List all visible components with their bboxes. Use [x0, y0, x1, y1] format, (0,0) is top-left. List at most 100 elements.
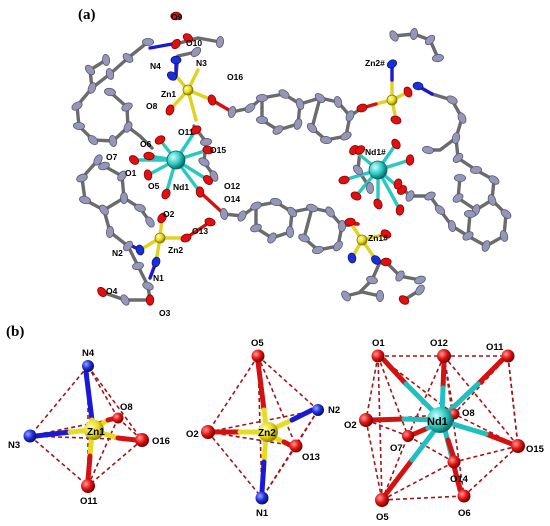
carbon-atoms — [71, 28, 512, 306]
zn1-o16-atom — [135, 433, 149, 447]
carbon-atom — [142, 281, 154, 291]
zn2-label-top: O5 — [251, 338, 264, 349]
label-O16: O16 — [227, 72, 243, 82]
zn2-label-o13: O13 — [302, 452, 320, 463]
carbon-atom — [365, 182, 375, 194]
nd1-label-o2: O2 — [344, 420, 357, 431]
carbon-atom — [320, 135, 332, 145]
carbon-atom — [422, 145, 434, 155]
oxygen-atom — [344, 217, 356, 227]
nitrogen-atom — [371, 255, 381, 265]
carbon-atom — [481, 240, 491, 252]
zn1-label-top: N4 — [82, 348, 95, 359]
zn1-center-atom — [84, 420, 104, 440]
carbon-atom — [395, 270, 405, 282]
zn2-o5-atom — [251, 349, 265, 363]
carbon-atom — [215, 36, 225, 48]
nd1-label-o8: O8 — [462, 408, 475, 419]
label-O6: O6 — [140, 139, 152, 149]
carbon-atom — [470, 165, 482, 175]
carbon-atom — [145, 216, 155, 228]
zn2-label-n2: N2 — [328, 405, 340, 416]
oxygen-atoms — [97, 11, 415, 306]
zn1-n4-atom — [82, 360, 94, 372]
label-O14: O14 — [224, 194, 240, 204]
carbon-atom — [366, 275, 378, 285]
oxygen-atom — [157, 212, 167, 224]
carbon-atom — [487, 194, 497, 206]
oxygen-atom — [395, 204, 405, 216]
nd1-o15-atom — [511, 439, 525, 453]
zn1-polyhedron: N4 N3 O8 O16 O11 Zn1 — [8, 348, 170, 507]
carbon-atom — [452, 193, 464, 203]
carbon-atom — [314, 93, 326, 103]
carbon-atom — [405, 190, 415, 202]
carbon-atom — [87, 134, 99, 146]
carbon-atom — [267, 232, 277, 244]
carbon-atom — [99, 204, 109, 216]
carbon-atom — [117, 170, 127, 182]
carbon-atom — [108, 135, 118, 147]
nd1-o12-atom — [437, 349, 451, 363]
oxygen-atom — [171, 38, 181, 50]
carbon-atom — [198, 157, 210, 167]
zn2-atom — [154, 232, 166, 244]
oxygen-atom — [350, 191, 362, 201]
carbon-atom — [105, 68, 115, 80]
oxygen-atom — [373, 198, 383, 210]
carbon-atom — [464, 209, 476, 219]
carbon-atom — [345, 110, 355, 122]
zn2-polyhedron: O5 O2 N2 O13 N1 Zn2 — [186, 338, 340, 519]
nd1-o11-atom — [501, 349, 515, 363]
oxygen-atom — [391, 138, 401, 150]
zn1-n3-atom — [23, 429, 37, 443]
label-O5: O5 — [148, 181, 160, 191]
nd1-label-o5: O5 — [376, 512, 389, 523]
carbon-atom — [500, 209, 512, 219]
carbon-atom — [76, 173, 88, 183]
label-O13: O13 — [192, 226, 208, 236]
nd1-label-o11: O11 — [486, 342, 504, 353]
carbon-atom — [227, 106, 237, 118]
zn1-label-bottom: O11 — [80, 496, 98, 507]
carbon-atom — [499, 230, 509, 242]
nd1-label-o6: O6 — [458, 508, 471, 519]
carbon-atom — [306, 203, 318, 213]
label-Zn2: Zn2 — [168, 245, 183, 255]
label-O15: O15 — [210, 145, 226, 155]
carbon-atom — [79, 195, 91, 205]
nd1-o14-atom — [447, 455, 461, 469]
carbon-atom — [446, 95, 458, 105]
carbon-atom — [98, 161, 110, 171]
carbon-atom — [306, 122, 318, 134]
carbon-atom — [452, 153, 464, 163]
carbon-atom — [432, 53, 444, 63]
nd1-label-o12: O12 — [430, 338, 448, 349]
zn1-label-o8: O8 — [120, 402, 133, 413]
nd1-center-atom — [427, 407, 453, 433]
carbon-atom — [71, 101, 83, 111]
nd1-label-o1: O1 — [372, 338, 385, 349]
nd1-o7-atom — [402, 430, 414, 442]
zn2-o2-atom — [201, 425, 215, 439]
zn2-n1-atom — [255, 491, 269, 505]
carbon-atom — [134, 203, 146, 213]
zn2-center-atom — [258, 422, 278, 442]
carbon-atom — [337, 220, 347, 232]
nitrogen-atom — [386, 59, 398, 69]
oxygen-atom — [380, 257, 392, 267]
zn2-sym-atom — [386, 94, 398, 106]
carbon-atom — [104, 87, 116, 97]
carbon-atom — [352, 164, 364, 176]
label-O8: O8 — [146, 101, 158, 111]
oxygen-atom — [161, 188, 171, 200]
carbon-atom — [219, 208, 229, 220]
label-O4: O4 — [106, 286, 118, 296]
label-Zn1: Zn1 — [161, 89, 176, 99]
nd1-o6-atom — [457, 489, 471, 503]
oxygen-atom — [204, 217, 216, 227]
label-N4: N4 — [150, 61, 161, 71]
label-O2: O2 — [163, 209, 175, 219]
label-N1: N1 — [153, 273, 164, 283]
zn1-o8-atom — [112, 412, 124, 424]
